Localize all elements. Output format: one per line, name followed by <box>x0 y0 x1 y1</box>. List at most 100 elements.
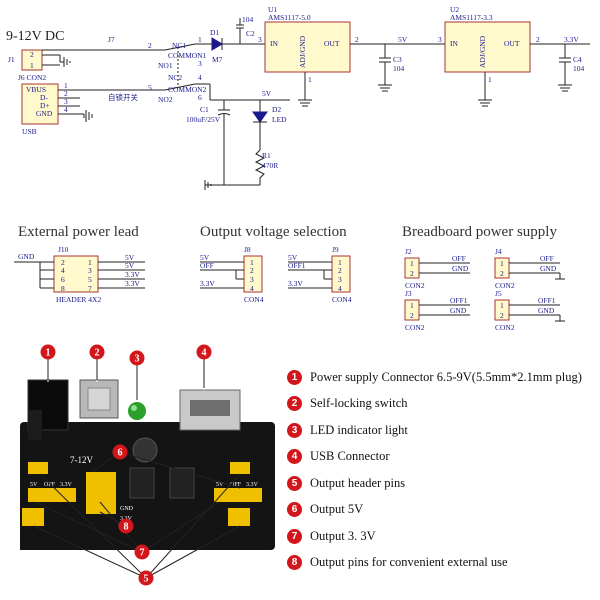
d1-part: M7 <box>212 55 223 64</box>
switch-pin-3: 3 <box>198 59 202 68</box>
usb-pin-num-2: 2 <box>64 89 68 98</box>
legend-text: Power supply Connector 6.5-9V(5.5mm*2.1m… <box>310 369 582 384</box>
u2-pin-3: 3 <box>438 35 442 44</box>
j10-right-num-3: 3 <box>88 266 92 275</box>
legend-text: Output header pins <box>310 475 406 490</box>
j4-pin-2: 2 <box>500 269 504 278</box>
j7-ref: J7 <box>108 35 115 44</box>
c4-val: 104 <box>573 64 585 73</box>
board-label-off-right: OFF <box>230 482 242 488</box>
j2-label-gnd: GND <box>452 264 469 273</box>
j8-label-5v: 5V <box>200 253 210 262</box>
usb-pin-dp: D+ <box>40 101 50 110</box>
legend-text: USB Connector <box>310 449 390 464</box>
j4-ref: J4 <box>495 247 502 256</box>
legend-number-badge: 8 <box>287 555 302 571</box>
j10-left-num-2: 2 <box>61 258 65 267</box>
j8-num-3: 3 <box>250 275 254 284</box>
j8-num-2: 2 <box>250 266 254 275</box>
board-label-3v3-left: 3.3V <box>60 482 73 488</box>
c2-ref: C2 <box>246 29 255 38</box>
net-3v3-label: 3.3V <box>564 35 579 44</box>
legend-item: 4 USB Connector <box>287 444 592 471</box>
u2-in: IN <box>450 39 458 48</box>
legend-text: LED indicator light <box>310 422 408 437</box>
u1-pin-1: 1 <box>308 75 312 84</box>
callout-3: 3 <box>135 354 140 365</box>
j6-ref: J6 CON2 <box>18 73 46 82</box>
callout-2: 2 <box>95 348 100 359</box>
circuit-schematic: 9-12V DC J1 2 1 J7 J6 CON2 VBUS D- D+ GN… <box>6 5 590 332</box>
switch-pin-4: 4 <box>198 73 202 82</box>
j9-num-4: 4 <box>338 284 342 293</box>
callout-6: 6 <box>118 448 123 459</box>
legend-item: 1 Power supply Connector 6.5-9V(5.5mm*2.… <box>287 364 592 391</box>
section-breadboard-title: Breadboard power supply <box>402 224 557 240</box>
j8-label-3v3: 3.3V <box>200 279 215 288</box>
net-5v-label: 5V <box>398 35 408 44</box>
legend-number-badge: 3 <box>287 422 302 438</box>
legend-item: 6 Output 5V <box>287 497 592 524</box>
switch-common2: COMMON2 <box>168 85 207 94</box>
u1-pin-2: 2 <box>355 35 359 44</box>
j10-left-num-6: 6 <box>61 275 65 284</box>
legend-text: Output 3. 3V <box>310 528 376 543</box>
j8-label-off: OFF <box>200 261 214 270</box>
j5-ref: J5 <box>495 289 502 298</box>
c3-val: 104 <box>393 64 405 73</box>
legend-item: 5 Output header pins <box>287 470 592 497</box>
j3-pin-1: 1 <box>410 301 414 310</box>
callout-5: 5 <box>144 574 149 585</box>
usb-pin-gnd: GND <box>36 109 53 118</box>
j1-ref: J1 <box>8 55 15 64</box>
legend-item: 8 Output pins for convenient external us… <box>287 550 592 577</box>
callout-8: 8 <box>124 522 129 533</box>
switch-nc1: NC1 <box>172 41 186 50</box>
r1-val: 470R <box>262 161 278 170</box>
j9-label-off1: OFF1 <box>288 261 306 270</box>
board-label-3v3-right: 3.3V <box>246 482 259 488</box>
section-output-title: Output voltage selection <box>200 224 347 240</box>
u1-pin-3: 3 <box>258 35 262 44</box>
u2-out: OUT <box>504 39 520 48</box>
u2-gnd: ADJ/GND <box>478 35 487 68</box>
u2-pin-1: 1 <box>488 75 492 84</box>
j4-pin-1: 1 <box>500 259 504 268</box>
c1-val: 100uF/25V <box>186 115 221 124</box>
board-label-5v-right: 5V <box>216 482 224 488</box>
j5-pin-1: 1 <box>500 301 504 310</box>
j5-label-gnd: GND <box>538 306 555 315</box>
usb-pin-num-1: 1 <box>64 81 68 90</box>
j5-pin-2: 2 <box>500 311 504 320</box>
j4-name: CON2 <box>495 281 515 290</box>
callout-1: 1 <box>46 348 51 359</box>
j10-left-num-4: 4 <box>61 266 65 275</box>
j9-ref: J9 <box>332 245 339 254</box>
u1-ref: U1 <box>268 5 277 14</box>
j3-name: CON2 <box>405 323 425 332</box>
c1-ref: C1 <box>200 105 209 114</box>
j1-pin-1: 1 <box>30 61 34 70</box>
j5-name: CON2 <box>495 323 515 332</box>
j2-name: CON2 <box>405 281 425 290</box>
switch-common1: COMMON1 <box>168 51 207 60</box>
u1-part: AMS1117-5.0 <box>268 13 311 22</box>
d2-ref: D2 <box>272 105 281 114</box>
c2-val: 104 <box>242 15 254 24</box>
j4-label-off: OFF <box>540 254 554 263</box>
u1-gnd: ADJ/GND <box>298 35 307 68</box>
j3-label-off1: OFF1 <box>450 296 468 305</box>
legend-text: Output 5V <box>310 502 364 517</box>
led-supply-label: 5V <box>262 89 272 98</box>
legend-item: 7 Output 3. 3V <box>287 523 592 550</box>
section-external-title: External power lead <box>18 224 139 240</box>
u1-out: OUT <box>324 39 340 48</box>
legend-number-badge: 6 <box>287 502 302 518</box>
board-photo: 7-12V 5V OFF 3.3V 5V OFF 3.3V GND 3.3V 5… <box>20 344 275 586</box>
j9-num-1: 1 <box>338 258 342 267</box>
j9-num-2: 2 <box>338 266 342 275</box>
c3-ref: C3 <box>393 55 402 64</box>
j10-right-num-7: 7 <box>88 284 92 293</box>
switch-pin-2: 2 <box>148 41 152 50</box>
board-label-off-left: OFF <box>44 482 56 488</box>
